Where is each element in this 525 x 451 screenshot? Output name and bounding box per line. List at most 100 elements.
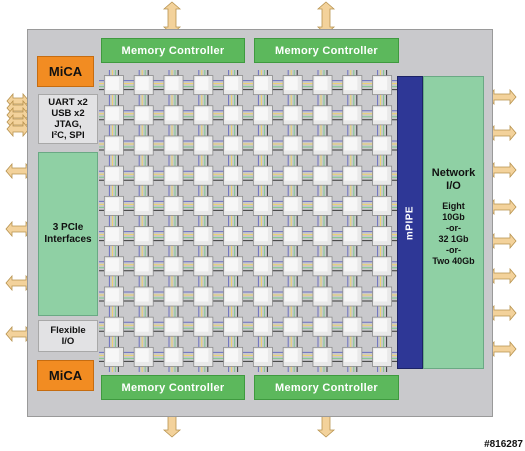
memory-controller-label: Memory Controller xyxy=(121,44,225,57)
mesh-tile-highlight xyxy=(105,167,119,181)
mesh-tile-highlight xyxy=(374,167,388,181)
mesh-tile-highlight xyxy=(195,318,209,332)
mesh-tile-highlight xyxy=(195,348,209,362)
mesh-tile-highlight xyxy=(254,228,268,242)
mesh-tile-highlight xyxy=(284,288,298,302)
memory-controller-label: Memory Controller xyxy=(275,381,378,394)
mesh-tile-highlight xyxy=(344,107,358,121)
mesh-tile-highlight xyxy=(105,258,119,272)
mesh-tile-highlight xyxy=(105,288,119,302)
mesh-tile-highlight xyxy=(135,197,149,211)
tile-mesh xyxy=(99,70,397,372)
mesh-tile-highlight xyxy=(135,77,149,91)
mesh-tile-highlight xyxy=(344,318,358,332)
io-arrow-horizontal xyxy=(487,124,517,142)
mesh-tile-highlight xyxy=(344,228,358,242)
mesh-tile-highlight xyxy=(135,167,149,181)
mesh-tile-highlight xyxy=(314,137,328,151)
mesh-tile-highlight xyxy=(314,348,328,362)
mesh-tile-highlight xyxy=(374,258,388,272)
mesh-tile-highlight xyxy=(225,288,239,302)
io-arrow-horizontal xyxy=(487,340,517,358)
mesh-tile-highlight xyxy=(314,107,328,121)
mesh-tile-highlight xyxy=(254,167,268,181)
io-arrow-horizontal xyxy=(487,161,517,179)
mesh-tile-highlight xyxy=(374,197,388,211)
mesh-tile-highlight xyxy=(135,107,149,121)
mesh-tile-highlight xyxy=(284,77,298,91)
mesh-tile-highlight xyxy=(195,77,209,91)
mesh-tile-highlight xyxy=(135,228,149,242)
mesh-tile-highlight xyxy=(314,167,328,181)
mesh-tile-highlight xyxy=(254,258,268,272)
mesh-tile-highlight xyxy=(165,77,179,91)
mesh-tile-highlight xyxy=(195,258,209,272)
mesh-tile-highlight xyxy=(374,107,388,121)
mesh-tile-highlight xyxy=(374,288,388,302)
misc-io-box: UART x2 USB x2 JTAG, I²C, SPI xyxy=(38,94,98,144)
mesh-tile-highlight xyxy=(165,137,179,151)
mesh-tile-highlight xyxy=(374,77,388,91)
mesh-tile-highlight xyxy=(284,258,298,272)
mica-label: MiCA xyxy=(48,368,83,383)
mesh-tile-highlight xyxy=(254,197,268,211)
figure-id: #816287 xyxy=(484,439,523,450)
mesh-tile-highlight xyxy=(344,288,358,302)
mesh-tile-highlight xyxy=(314,228,328,242)
memory-controller-top-left: Memory Controller xyxy=(101,38,245,63)
mesh-tile-highlight xyxy=(165,197,179,211)
mesh-tile-highlight xyxy=(105,228,119,242)
mesh-tile-highlight xyxy=(374,137,388,151)
mesh-tile-highlight xyxy=(195,288,209,302)
mesh-tile-highlight xyxy=(254,77,268,91)
mesh-tile-highlight xyxy=(165,228,179,242)
mesh-tile-highlight xyxy=(225,258,239,272)
mesh-tile-highlight xyxy=(105,137,119,151)
mesh-tile-highlight xyxy=(344,167,358,181)
mesh-tile-highlight xyxy=(314,258,328,272)
mesh-tile-highlight xyxy=(254,318,268,332)
mesh-tile-highlight xyxy=(225,348,239,362)
io-arrow-horizontal xyxy=(487,267,517,285)
io-arrow-horizontal xyxy=(487,198,517,216)
network-io-box: Network I/O Eight 10Gb -or- 32 1Gb -or- … xyxy=(423,76,484,369)
mesh-tile-highlight xyxy=(165,288,179,302)
mesh-tile-highlight xyxy=(225,77,239,91)
mesh-tile-highlight xyxy=(195,197,209,211)
mesh-tile-highlight xyxy=(344,137,358,151)
mesh-tile-highlight xyxy=(284,167,298,181)
mica-bottom: MiCA xyxy=(37,360,94,391)
io-arrow-horizontal xyxy=(487,304,517,322)
mesh-tile-highlight xyxy=(225,318,239,332)
mesh-tile-highlight xyxy=(135,137,149,151)
mesh-tile-highlight xyxy=(195,167,209,181)
memory-controller-label: Memory Controller xyxy=(121,381,225,394)
mesh-tile-highlight xyxy=(344,348,358,362)
mesh-tile-highlight xyxy=(254,288,268,302)
memory-controller-bottom-right: Memory Controller xyxy=(254,375,399,400)
mesh-tile-highlight xyxy=(314,318,328,332)
network-io-options: Eight 10Gb -or- 32 1Gb -or- Two 40Gb xyxy=(432,201,475,266)
mesh-tile-highlight xyxy=(314,197,328,211)
mesh-tile-highlight xyxy=(284,228,298,242)
mesh-tile-highlight xyxy=(165,107,179,121)
mesh-tile-highlight xyxy=(254,137,268,151)
mesh-tile-highlight xyxy=(374,228,388,242)
flexible-io-box: Flexible I/O xyxy=(38,320,98,352)
mica-label: MiCA xyxy=(48,64,83,79)
mesh-tile-highlight xyxy=(284,137,298,151)
mesh-tile-highlight xyxy=(165,318,179,332)
mesh-tile-highlight xyxy=(225,197,239,211)
mesh-tile-highlight xyxy=(374,318,388,332)
network-io-title: Network I/O xyxy=(431,167,476,192)
mesh-tile-highlight xyxy=(374,348,388,362)
mesh-tile-highlight xyxy=(344,197,358,211)
pcie-box: 3 PCIe Interfaces xyxy=(38,152,98,316)
mesh-tile-highlight xyxy=(284,348,298,362)
mesh-tile-highlight xyxy=(135,348,149,362)
memory-controller-label: Memory Controller xyxy=(275,44,378,57)
mesh-tile-highlight xyxy=(284,197,298,211)
mesh-tile-highlight xyxy=(165,348,179,362)
memory-controller-top-right: Memory Controller xyxy=(254,38,399,63)
